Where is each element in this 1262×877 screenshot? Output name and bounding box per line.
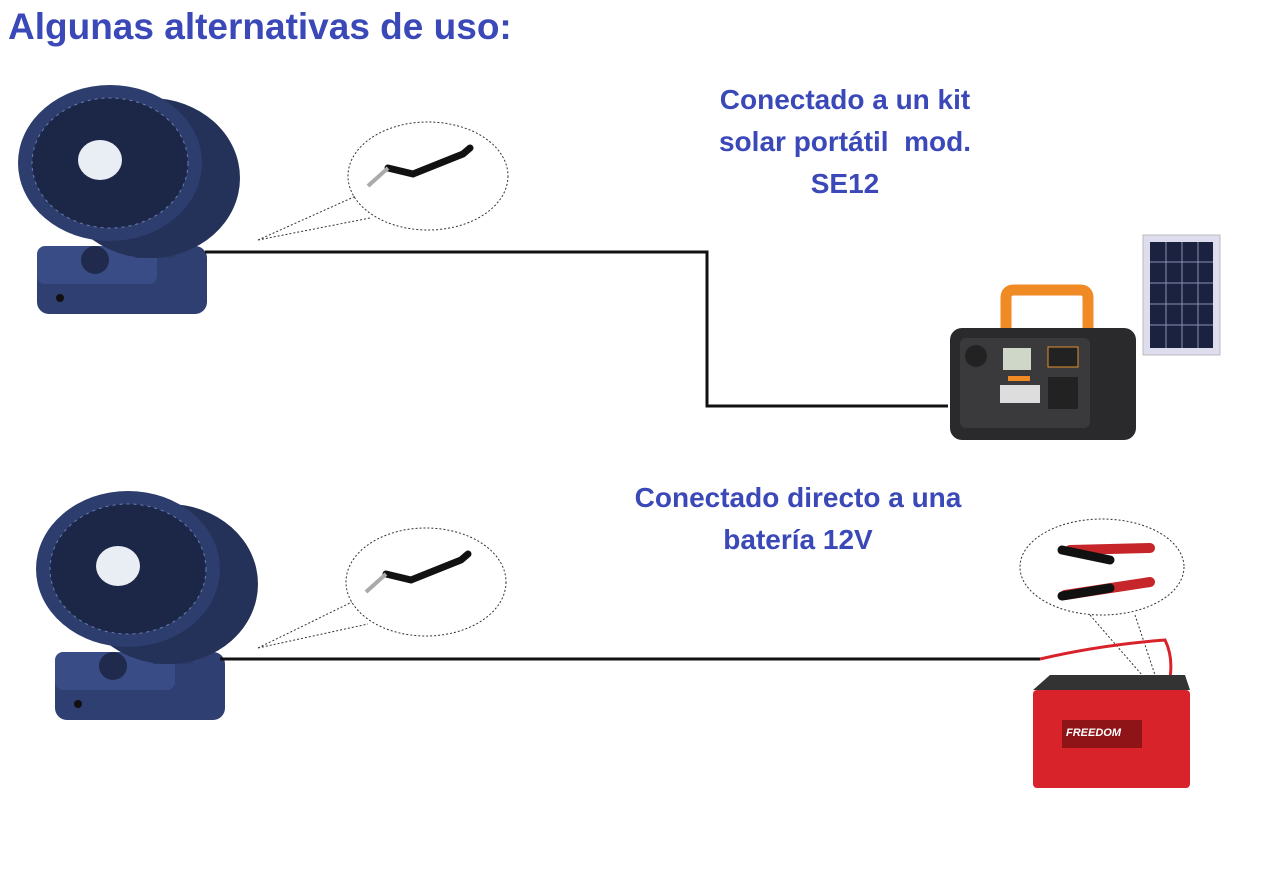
label-line: solar portátil mod. <box>718 126 972 157</box>
portable-power-station <box>950 284 1136 440</box>
clips-callout <box>1019 518 1185 691</box>
cable-1 <box>205 250 948 408</box>
battery-logo: FREEDOM <box>1066 727 1122 739</box>
jack-callout-2 <box>257 528 506 649</box>
page-title: Algunas alternativas de uso: <box>8 6 512 47</box>
fan-image-1 <box>17 84 241 315</box>
option-1-label: Conectado a un kit solar portátil mod. S… <box>660 79 1030 205</box>
label-line: SE12 <box>810 168 880 199</box>
battery: FREEDOM <box>1033 638 1190 788</box>
option-2-label: Conectado directo a una batería 12V <box>598 477 998 561</box>
solar-panel <box>1142 234 1221 356</box>
label-line: Conectado a un kit <box>719 84 971 115</box>
fan-image-2 <box>35 490 259 721</box>
jack-callout-1 <box>257 122 508 241</box>
label-line: Conectado directo a una <box>634 482 962 513</box>
label-line: batería 12V <box>723 524 873 555</box>
